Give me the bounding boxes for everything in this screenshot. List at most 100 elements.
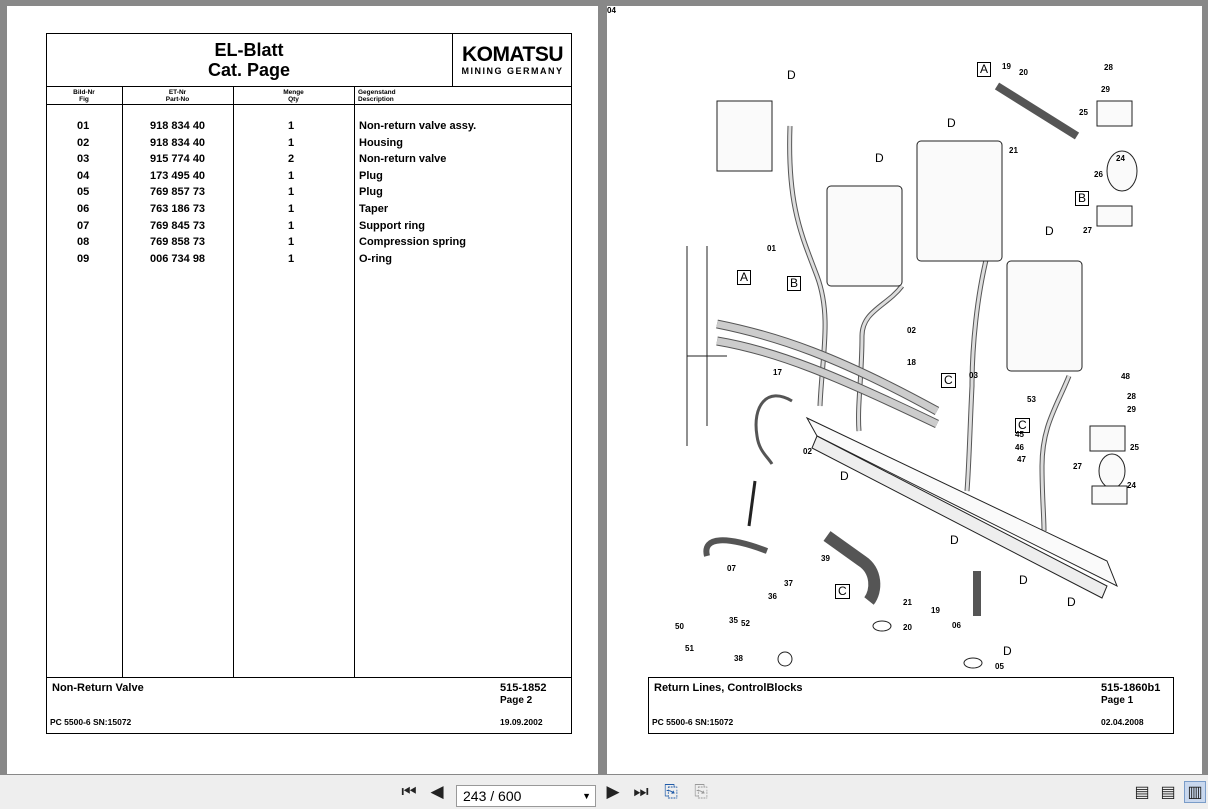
next-page-icon[interactable]: ▶	[606, 782, 620, 801]
callout-label: 02	[803, 447, 812, 456]
table-cell-fig: 03	[77, 153, 90, 166]
col-desc-de: Gegenstand	[358, 89, 396, 96]
logo-subtitle: MINING GERMANY	[461, 66, 564, 76]
callout-label: C	[941, 373, 956, 388]
right-footer-frame	[648, 677, 1174, 734]
table-cell-part: 173 495 40	[150, 169, 206, 182]
callout-label: D	[875, 151, 884, 165]
callout-label: 21	[1009, 146, 1018, 155]
table-cell-fig: 02	[77, 136, 90, 149]
right-footer-title: Return Lines, ControlBlocks	[654, 682, 803, 694]
go-back-icon[interactable]: ⎘	[664, 782, 678, 801]
callout-label: C	[1015, 418, 1030, 433]
table-cell-desc: O-ring	[359, 252, 392, 265]
callout-label: 45	[1015, 430, 1024, 439]
table-cell-desc: Housing	[359, 136, 403, 149]
callout-label: 27	[1073, 462, 1082, 471]
callout-label: C	[835, 584, 850, 599]
table-cell-part: 769 857 73	[150, 186, 206, 199]
callout-label: 06	[952, 621, 961, 630]
right-footer-date: 02.04.2008	[1101, 717, 1144, 727]
callout-label: D	[947, 116, 956, 130]
callout-label: D	[950, 533, 959, 547]
table-cell-fig: 09	[77, 252, 90, 265]
col-part-de: ET-Nr	[168, 89, 187, 96]
table-cell-desc: Plug	[359, 169, 383, 182]
page-title-de: EL-Blatt	[214, 40, 284, 60]
last-page-icon[interactable]: ⏭	[633, 782, 649, 801]
single-page-view-icon[interactable]: ▤	[1134, 784, 1150, 801]
table-cell-qty: 1	[288, 120, 295, 132]
table-cell-part: 006 734 98	[150, 252, 206, 265]
callout-label: 26	[1094, 170, 1103, 179]
callout-label: A	[737, 270, 752, 285]
callout-label: B	[1075, 191, 1090, 206]
callout-label: 24	[1127, 481, 1136, 490]
two-page-view-icon[interactable]: ▥	[1184, 781, 1206, 803]
table-cell-qty: 1	[288, 136, 295, 149]
callout-label: 17	[773, 368, 782, 377]
callout-label: 50	[675, 622, 684, 631]
col-fig-de: Bild-Nr	[73, 89, 95, 96]
table-cell-desc: Non-return valve	[359, 153, 447, 166]
callout-label: A	[977, 62, 992, 77]
table-cell-part: 918 834 40	[150, 120, 206, 132]
callout-label: 47	[1017, 455, 1026, 464]
table-cell-part: 769 858 73	[150, 236, 206, 249]
table-cell-fig: 01	[77, 120, 90, 132]
col-qty-de: Menge	[283, 89, 304, 96]
footer-title: Non-Return Valve	[52, 682, 144, 694]
previous-page-icon[interactable]: ◀	[430, 782, 444, 801]
callout-label: 07	[727, 564, 736, 573]
footer-date: 19.09.2002	[500, 717, 543, 727]
go-forward-icon[interactable]: ⎘	[694, 782, 708, 801]
table-cell-qty: 2	[288, 153, 295, 166]
callout-label: B	[787, 276, 802, 291]
callout-label: 21	[903, 598, 912, 607]
callout-label: 48	[1121, 372, 1130, 381]
table-cell-qty: 1	[288, 203, 295, 215]
callout-label: 19	[931, 606, 940, 615]
callout-label: 39	[821, 554, 830, 563]
continuous-view-icon[interactable]: ▤	[1160, 784, 1176, 801]
page-dropdown-icon[interactable]: ▼	[582, 791, 591, 801]
table-cell-qty: 1	[288, 236, 295, 249]
callout-label: 05	[995, 662, 1004, 671]
page-number-display[interactable]: 243 / 600	[463, 788, 522, 804]
table-cell-desc: Plug	[359, 186, 383, 199]
right-footer-number: 515-1860b1	[1101, 682, 1161, 694]
footer-number: 515-1852	[500, 682, 547, 694]
callout-label: 36	[768, 592, 777, 601]
callout-label: 20	[1019, 68, 1028, 77]
callout-label: D	[840, 469, 849, 483]
callout-label: D	[1067, 595, 1076, 609]
footer-model: PC 5500-6 SN:15072	[50, 717, 132, 727]
table-cell-fig: 04	[77, 169, 90, 182]
exploded-diagram	[686, 82, 1138, 669]
callout-label: 01	[767, 244, 776, 253]
first-page-icon[interactable]: ⏮	[401, 782, 417, 801]
viewer-toolbar: ⏮ ◀ 243 / 600 ▼ ▶ ⏭ ⎘ ⎘ ▤ ▤ ▥	[0, 775, 1208, 809]
table-cell-desc: Compression spring	[359, 236, 466, 249]
callout-label: 20	[903, 623, 912, 632]
table-cell-qty: 1	[288, 169, 295, 182]
page-number-field[interactable]: 243 / 600 ▼	[456, 785, 596, 807]
table-cell-desc: Taper	[359, 203, 389, 215]
footer-page: Page 2	[500, 695, 533, 706]
col-qty-en: Qty	[288, 96, 299, 103]
table-cell-fig: 05	[77, 186, 90, 199]
callout-label: 37	[784, 579, 793, 588]
table-cell-part: 763 186 73	[150, 203, 206, 215]
col-desc-en: Description	[358, 96, 394, 103]
callout-label: 52	[741, 619, 750, 628]
callout-label: 25	[1130, 443, 1139, 452]
callout-label: 29	[1101, 85, 1110, 94]
table-cell-part: 918 834 40	[150, 136, 206, 149]
table-cell-qty: 1	[288, 219, 295, 232]
callout-label: 46	[1015, 443, 1024, 452]
callout-label: 18	[907, 358, 916, 367]
callout-label: 53	[1027, 395, 1036, 404]
callout-label: 51	[685, 644, 694, 653]
callout-label: 25	[1079, 108, 1088, 117]
col-part-en: Part-No	[165, 96, 190, 103]
